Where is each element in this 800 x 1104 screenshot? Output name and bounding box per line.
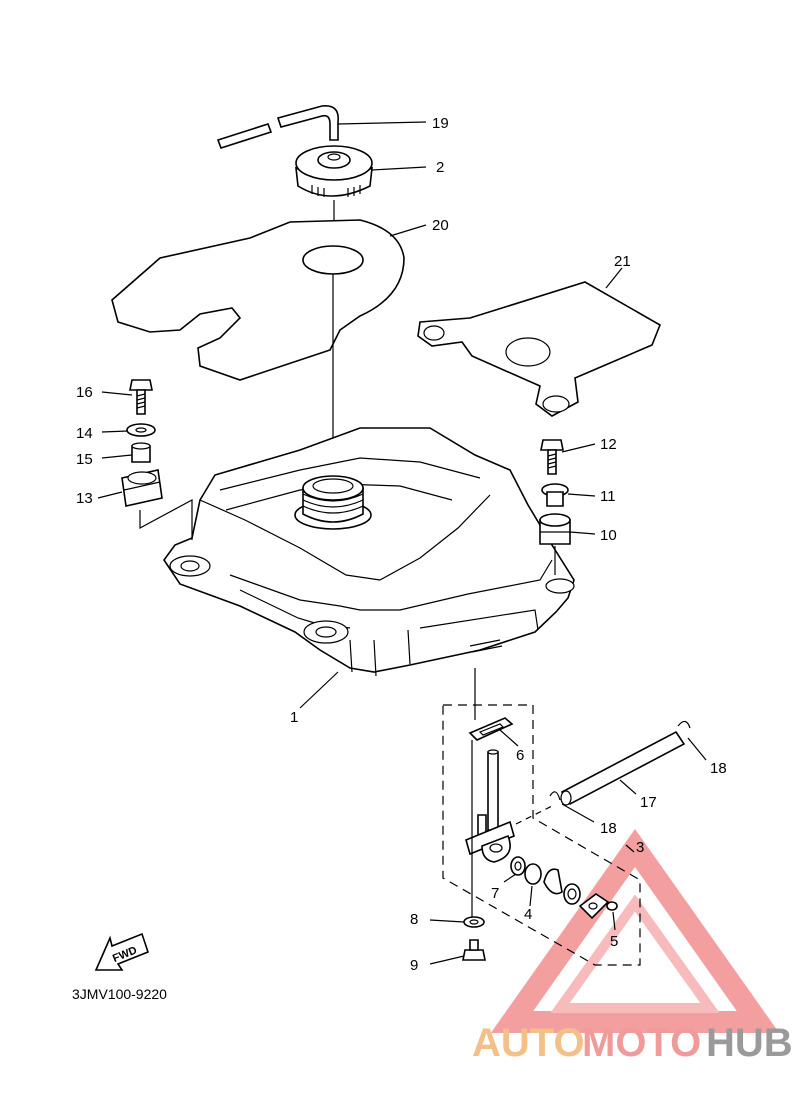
watermark-part3: HUB (706, 1021, 793, 1065)
callout-4: 4 (524, 906, 532, 923)
callout-18-lower: 18 (600, 820, 617, 837)
callout-20: 20 (432, 217, 449, 234)
part-21-plate (417, 281, 662, 417)
watermark-part1: AUTO (472, 1021, 585, 1065)
callout-6: 6 (516, 747, 524, 764)
part-8-washer (463, 916, 485, 928)
callout-21: 21 (614, 253, 631, 270)
leader-lines (97, 121, 707, 965)
pipe-dash-line (515, 805, 553, 825)
watermark-text: AUTO MOTO HUB (472, 1021, 793, 1065)
watermark-triangle (490, 828, 780, 1033)
part-lever (543, 868, 581, 905)
callout-11: 11 (600, 488, 616, 505)
callout-19: 19 (432, 115, 449, 132)
part-9-drain-bolt (462, 939, 486, 961)
fuel-cock-dashed-box (442, 704, 641, 966)
part-19-breather-hose (216, 105, 339, 149)
part-plate (578, 893, 610, 920)
part-6-gasket (468, 717, 514, 741)
callout-17: 17 (640, 794, 657, 811)
callout-10: 10 (600, 527, 617, 544)
callout-16: 16 (76, 384, 93, 401)
callout-14: 14 (76, 425, 93, 442)
part-12-bolt (540, 439, 564, 475)
left-leader-dash (139, 498, 193, 540)
part-1-fuel-tank (163, 427, 575, 677)
drawing-code: 3JMV100-9220 (72, 986, 167, 1002)
part-2-fuel-cap (295, 145, 373, 244)
part-7-washer (510, 856, 526, 876)
callout-3: 3 (636, 839, 644, 856)
part-18-clip-lower (549, 791, 561, 801)
part-15-collar (131, 442, 151, 463)
callout-1: 1 (290, 709, 298, 726)
callout-12: 12 (600, 436, 617, 453)
callout-7: 7 (491, 885, 499, 902)
part-3-fuel-cock (465, 749, 515, 863)
callout-2: 2 (436, 159, 444, 176)
part-5-screw (606, 901, 618, 911)
callout-18-upper: 18 (710, 760, 727, 777)
callout-15: 15 (76, 451, 93, 468)
part-10-grommet (539, 513, 571, 545)
callout-labels: 19 2 20 21 16 14 15 13 12 11 10 1 6 18 1… (76, 115, 727, 974)
callout-5: 5 (610, 933, 618, 950)
watermark-part2: MOTO (582, 1021, 701, 1065)
fwd-arrow-icon: FWD (94, 932, 149, 971)
part-16-bolt (129, 379, 153, 415)
part-14-washer (126, 423, 156, 437)
callout-13: 13 (76, 490, 93, 507)
part-17-pipe (560, 730, 686, 806)
part-13-grommet (121, 469, 163, 507)
callout-9: 9 (410, 957, 418, 974)
part-11-collar (541, 483, 569, 507)
callout-8: 8 (410, 911, 418, 928)
part-20-tank-cover (111, 219, 405, 381)
part-4-o-ring (524, 863, 542, 885)
part-18-clip-upper (677, 720, 691, 729)
